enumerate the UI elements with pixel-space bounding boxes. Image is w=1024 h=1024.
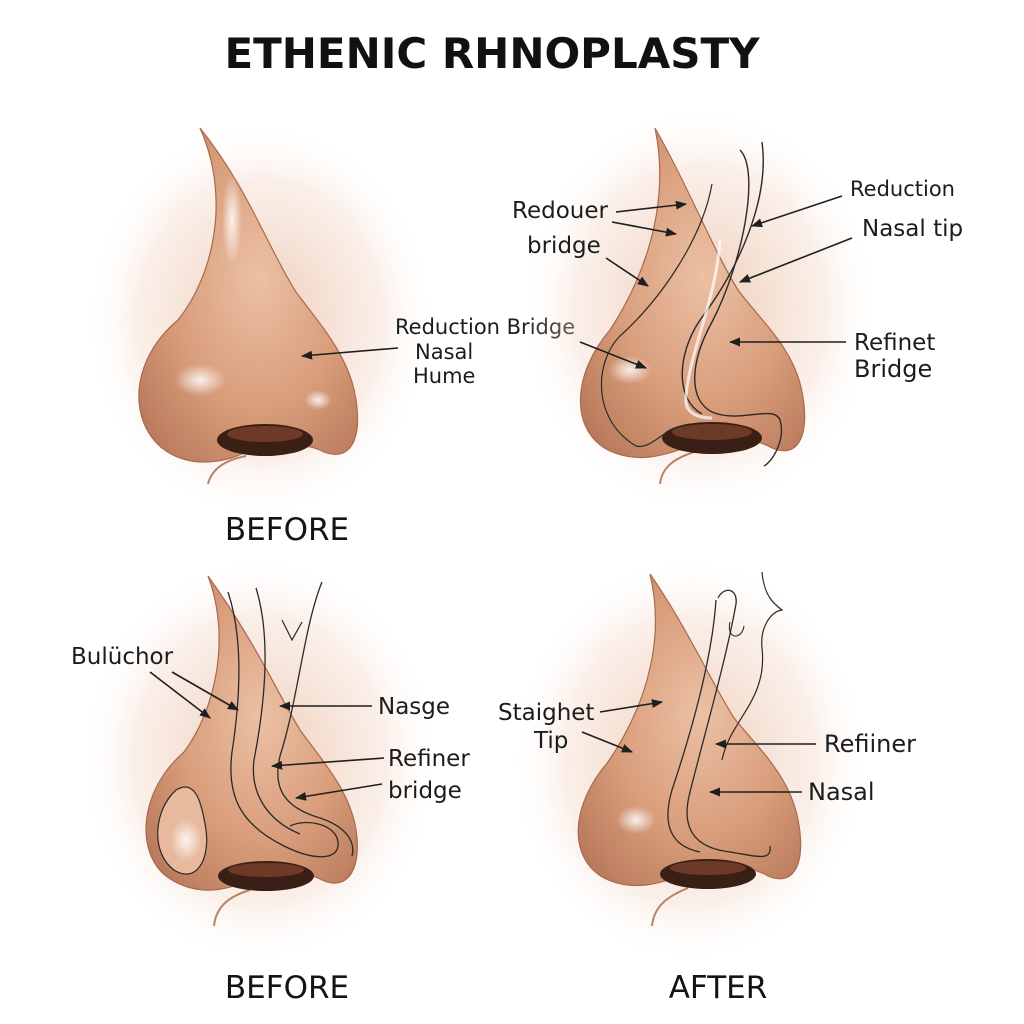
label-staighet: Staighet [498,700,594,726]
label-bridge: bridge [527,233,601,259]
label-refinet: Refinet [854,330,935,356]
caption-bottom-right: AFTER [669,970,768,1006]
label-refiner: Refiner [388,746,470,772]
label-refiiner: Refiiner [824,730,916,758]
nose-bottom-left [80,555,440,965]
label-bridge-bottom: bridge [388,778,462,804]
label-hume: Hume [413,364,475,388]
label-nasge: Nasge [378,694,450,720]
label-reduction: Reduction [850,177,955,201]
caption-bottom-left: BEFORE [225,970,349,1006]
label-nasal-tip: Nasal tip [862,216,963,242]
labels-top-right: Redouer bridge Reduction Nasal tip Refin… [512,177,963,383]
nose-top-right [520,105,880,515]
nose-bottom-right [510,555,870,965]
caption-top-left: BEFORE [225,512,349,548]
labels-bottom-left: Bulüchor Nasge Refiner bridge [71,644,470,804]
label-nasal: Nasal [415,340,473,364]
label-nasal-bottom: Nasal [808,778,875,806]
labels-bottom-right: Staighet Tip Refiiner Nasal [498,699,916,806]
label-bridge-2: Bridge [854,355,932,383]
page-title: ETHENIC RHNOPLASTY [224,29,760,78]
label-redouer: Redouer [512,198,608,224]
label-bulichor: Bulüchor [71,644,174,670]
label-tip: Tip [533,728,568,754]
nose-top-left [85,120,435,520]
